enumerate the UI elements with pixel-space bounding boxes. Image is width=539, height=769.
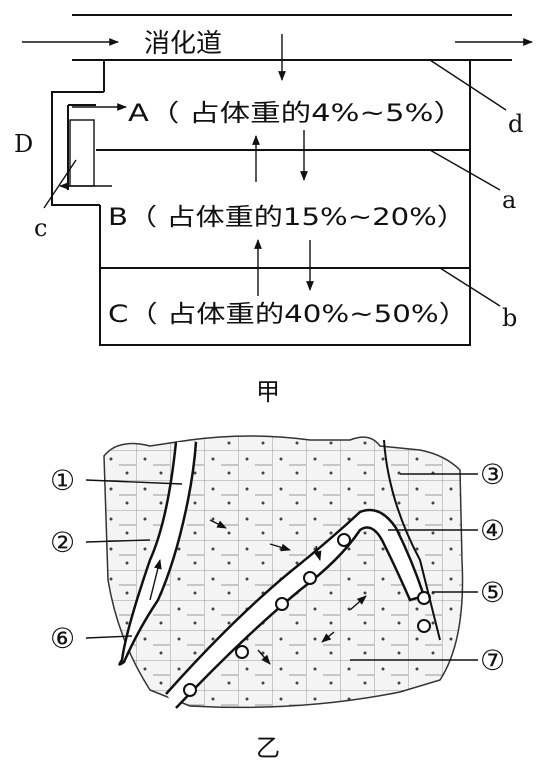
lymph-capillary (118, 441, 198, 666)
marker-4: ④ (480, 514, 505, 547)
compartment-B-label: B（ 占体重的15%~20%） (108, 203, 466, 231)
leader-c (43, 159, 77, 209)
label-d: d (508, 110, 523, 138)
exchange-arrow (321, 631, 335, 643)
blood-cell (275, 597, 289, 611)
compartment-A-label: A（ 占体重的4%~5%） (128, 99, 464, 127)
canal-label: 消化道 (144, 29, 222, 59)
exchange-arrow (257, 649, 271, 665)
blood-cell (417, 619, 431, 633)
caption-yi: 乙 (256, 734, 280, 762)
label-a: a (502, 186, 516, 214)
leader-2 (85, 539, 151, 543)
blood-cell (303, 571, 317, 585)
right-vessel-wall (383, 439, 441, 641)
marker-3: ③ (480, 458, 505, 491)
lymph-capillary-c (69, 119, 95, 187)
marker-1: ① (50, 464, 75, 497)
marker-2: ② (50, 526, 75, 559)
blood-cell (183, 683, 197, 697)
exchange-arrow (269, 543, 291, 552)
diagram-yi: ① ② ⑥ ③ ④ ⑤ ⑦ 乙 (50, 435, 505, 762)
blood-cell (337, 533, 351, 547)
exchange-arrow (209, 519, 227, 529)
lymph-vessel-D (51, 91, 104, 206)
marker-6: ⑥ (50, 622, 75, 655)
label-D: D (14, 130, 33, 158)
marker-7: ⑦ (480, 644, 505, 677)
leader-d (429, 59, 507, 111)
blood-cell (235, 645, 249, 659)
tissue-region (103, 435, 464, 709)
lymph-flow-arrow (149, 559, 162, 601)
compartment-C-label: C（ 占体重的40%~50%） (108, 300, 468, 328)
leader-6 (85, 635, 133, 639)
label-c: c (34, 214, 47, 242)
tissue-block-outline (96, 59, 471, 346)
exchange-arrow (349, 595, 367, 611)
caption-jia: 甲 (256, 378, 280, 406)
leader-a (429, 149, 501, 191)
leader-1 (85, 479, 183, 485)
label-b: b (502, 304, 517, 332)
diagram-jia: 消化道 A（ 占体重的4%~5%） B（ 占体重的15%~20%） C（ 占体重… (14, 14, 533, 406)
exchange-arrow (313, 545, 322, 561)
leader-b (439, 267, 501, 307)
marker-5: ⑤ (480, 576, 505, 609)
